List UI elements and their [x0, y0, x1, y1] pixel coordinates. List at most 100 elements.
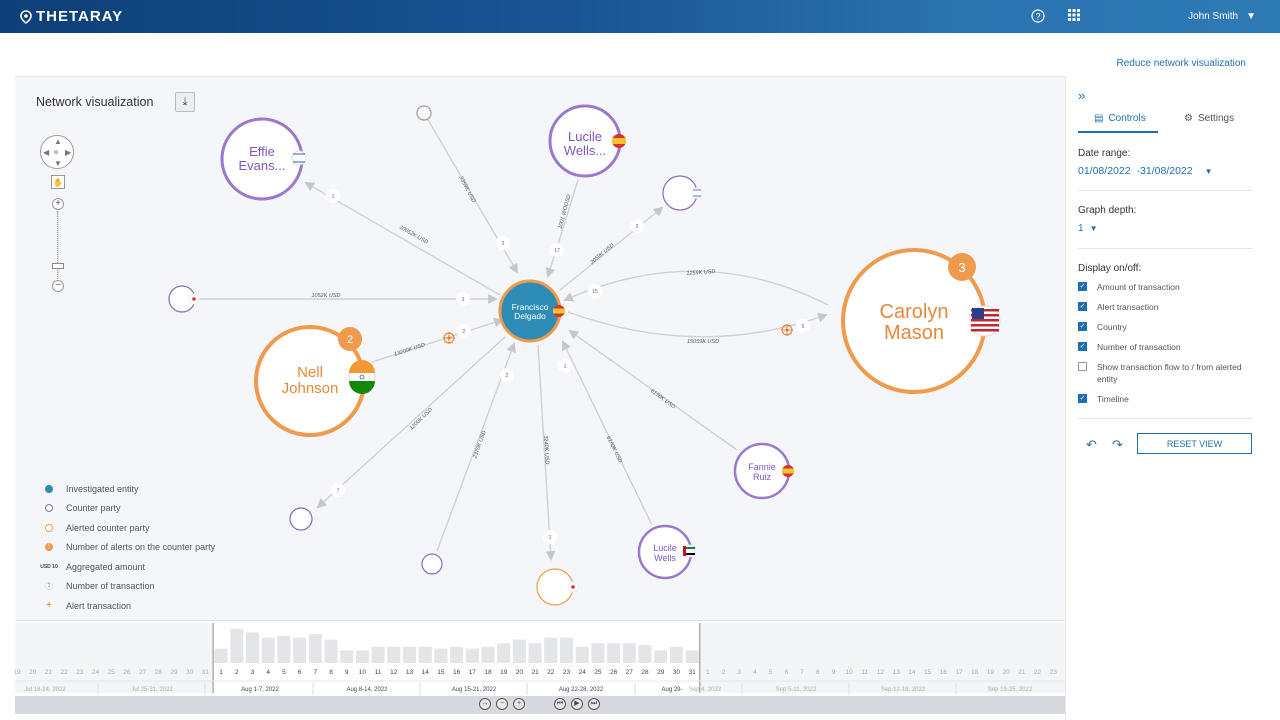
- timeline-bar[interactable]: [575, 646, 589, 663]
- timeline-day-label: 10: [359, 669, 367, 676]
- undo-icon[interactable]: ↶: [1086, 437, 1097, 452]
- timeline-bar[interactable]: [371, 646, 385, 663]
- graph-depth-select[interactable]: 1 ▼: [1078, 223, 1097, 234]
- counter-party-node[interactable]: [416, 105, 432, 121]
- counter-party-node-lucile-wells-2[interactable]: Lucile Wells: [637, 524, 696, 580]
- timeline-bar[interactable]: [512, 639, 526, 663]
- reset-view-button[interactable]: RESET VIEW: [1137, 433, 1252, 454]
- alert-transaction-icon[interactable]: [781, 324, 793, 336]
- pan-left-icon[interactable]: ◀: [43, 148, 50, 157]
- timeline-bar[interactable]: [669, 646, 683, 663]
- reduce-network-link[interactable]: Reduce network visualization: [1116, 58, 1246, 69]
- edge-line[interactable]: [568, 329, 738, 451]
- timeline-bar[interactable]: [465, 648, 479, 663]
- counter-party-node[interactable]: [289, 507, 313, 531]
- alert-transaction-icon[interactable]: [443, 332, 455, 344]
- zoom-slider[interactable]: [57, 211, 59, 279]
- edge-line[interactable]: [316, 336, 506, 509]
- option-timeline[interactable]: ✓Timeline: [1078, 393, 1258, 405]
- pan-right-icon[interactable]: ▶: [65, 148, 72, 157]
- alerted-counter-party-node-nell-johnson[interactable]: Nell Johnson 2: [254, 325, 376, 437]
- edge-line[interactable]: [567, 311, 828, 338]
- tab-controls[interactable]: ▤ Controls: [1094, 113, 1146, 124]
- timeline-bar[interactable]: [560, 637, 573, 663]
- timeline-bar[interactable]: [293, 637, 307, 663]
- checkbox[interactable]: ✓: [1078, 394, 1087, 403]
- edge-line[interactable]: [545, 179, 579, 278]
- timeline-bar[interactable]: [434, 648, 448, 663]
- hand-tool-button[interactable]: ✋: [51, 175, 65, 189]
- timeline-bar[interactable]: [481, 646, 495, 663]
- checkbox[interactable]: [1078, 362, 1087, 371]
- timeline-bar[interactable]: [387, 646, 401, 663]
- download-button[interactable]: ⤓: [175, 92, 195, 112]
- timeline-bar[interactable]: [591, 643, 605, 663]
- fit-timeline-icon[interactable]: ↔: [479, 698, 491, 710]
- timeline-bar[interactable]: [355, 650, 369, 663]
- timeline-bar[interactable]: [214, 648, 228, 663]
- timeline-bar[interactable]: [544, 637, 558, 663]
- timeline-bar[interactable]: [403, 646, 416, 663]
- zoom-in-timeline-icon[interactable]: +: [513, 698, 525, 710]
- alerted-counter-party-node-carolyn-mason[interactable]: Carolyn Mason 3: [841, 248, 1001, 394]
- network-graph[interactable]: 3359K USD 10052K USD 1001 WOOSD 2059K US…: [15, 76, 1065, 620]
- timeline-bar[interactable]: [685, 650, 699, 663]
- checkbox[interactable]: ✓: [1078, 302, 1087, 311]
- checkbox[interactable]: ✓: [1078, 282, 1087, 291]
- apps-grid-icon[interactable]: [1068, 9, 1080, 24]
- timeline-bar[interactable]: [308, 634, 322, 663]
- date-range-select[interactable]: 01/08/2022 -31/08/2022 ▼: [1078, 165, 1213, 177]
- edge-line[interactable]: [562, 340, 653, 526]
- counter-party-node-effie-evans[interactable]: Effie Evans...: [220, 117, 307, 201]
- edge-line[interactable]: [371, 317, 504, 363]
- timeline-bar[interactable]: [654, 650, 668, 663]
- zoom-in-button[interactable]: +: [52, 198, 64, 210]
- timeline-bar[interactable]: [277, 636, 291, 663]
- timeline-bar[interactable]: [324, 639, 338, 663]
- edge-line[interactable]: [304, 182, 501, 296]
- pan-control[interactable]: ▲ ▼ ◀ ▶ ●: [40, 135, 74, 169]
- option-country[interactable]: ✓Country: [1078, 321, 1258, 333]
- timeline-bar[interactable]: [230, 628, 244, 663]
- tab-settings[interactable]: ⚙ Settings: [1184, 113, 1234, 124]
- timeline-bar[interactable]: [607, 643, 621, 663]
- zoom-slider-handle[interactable]: [52, 263, 64, 269]
- edge-line[interactable]: [559, 206, 664, 291]
- timeline-bar[interactable]: [497, 643, 511, 663]
- brand-logo[interactable]: THETARAY: [20, 8, 123, 25]
- collapse-sidebar-icon[interactable]: »: [1078, 88, 1086, 103]
- checkbox[interactable]: ✓: [1078, 322, 1087, 331]
- option-amount-of-transaction[interactable]: ✓Amount of transaction: [1078, 281, 1258, 293]
- play-icon[interactable]: ▶: [571, 698, 583, 710]
- timeline-bar[interactable]: [528, 643, 542, 663]
- legend-label: Aggregated amount: [66, 561, 146, 572]
- skip-back-icon[interactable]: ⏮: [554, 698, 566, 710]
- timeline-bar[interactable]: [340, 650, 354, 663]
- option-alert-transaction[interactable]: ✓Alert transaction: [1078, 301, 1258, 313]
- timeline-bar[interactable]: [638, 645, 652, 663]
- checkbox[interactable]: ✓: [1078, 342, 1087, 351]
- investigated-entity-node[interactable]: Francisco Delgado: [498, 279, 565, 343]
- redo-icon[interactable]: ↷: [1112, 437, 1123, 452]
- counter-party-node-fannie-ruiz[interactable]: Fannie Ruiz: [733, 442, 794, 500]
- timeline-bar[interactable]: [246, 632, 259, 663]
- counter-party-node[interactable]: [421, 553, 443, 575]
- legend-item: USD 10 Aggregated amount: [38, 557, 215, 577]
- timeline-bar[interactable]: [418, 646, 432, 663]
- user-menu[interactable]: John Smith ▼: [1188, 11, 1256, 22]
- option-number-of-transaction[interactable]: ✓Number of transaction: [1078, 341, 1258, 353]
- counter-party-node-lucile-wells[interactable]: Lucile Wells...: [548, 104, 626, 178]
- timeline-bar[interactable]: [622, 643, 636, 663]
- pan-up-icon[interactable]: ▲: [54, 137, 62, 146]
- help-circle-icon[interactable]: ?: [1031, 9, 1045, 26]
- skip-forward-icon[interactable]: ⏭: [588, 698, 600, 710]
- zoom-out-timeline-icon[interactable]: −: [496, 698, 508, 710]
- option-show-transaction-flow[interactable]: Show transaction flow to / from alerted …: [1078, 361, 1258, 385]
- timeline-bar[interactable]: [450, 646, 464, 663]
- zoom-out-button[interactable]: −: [52, 280, 64, 292]
- pan-down-icon[interactable]: ▼: [54, 159, 62, 168]
- edge-line[interactable]: [537, 344, 556, 561]
- timeline-bar[interactable]: [261, 637, 275, 663]
